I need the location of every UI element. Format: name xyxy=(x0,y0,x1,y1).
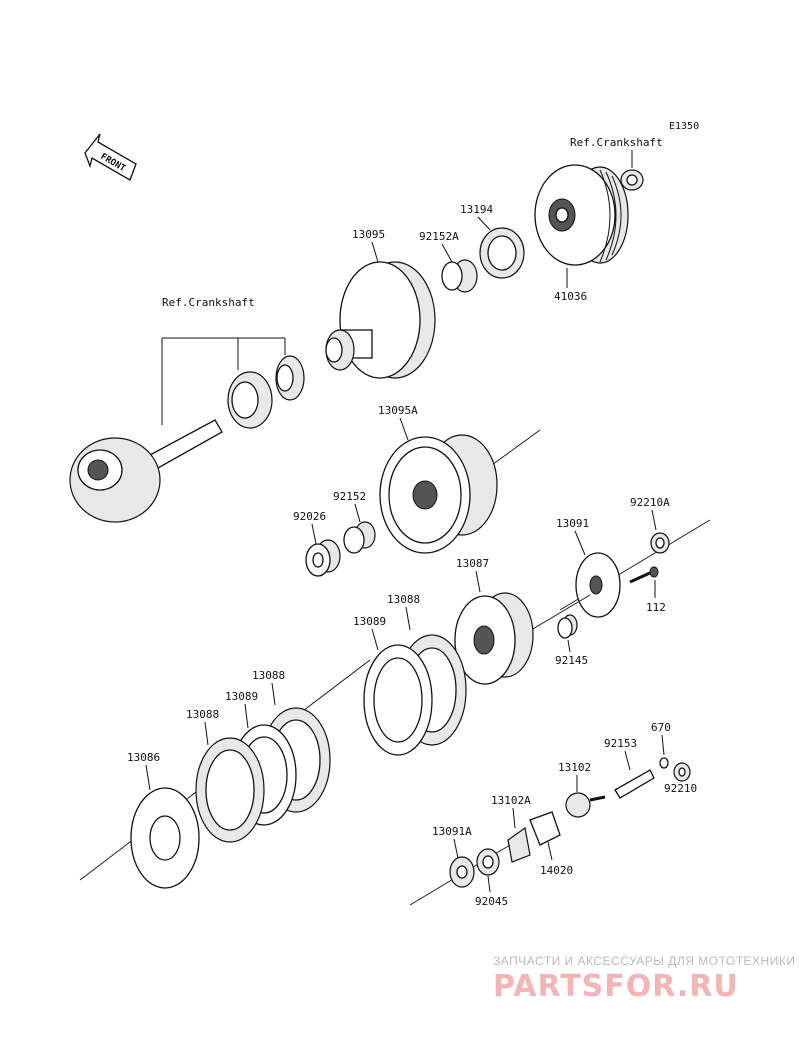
part-label-13089-upper: 13089 xyxy=(353,615,386,628)
part-label-112: 112 xyxy=(646,601,666,614)
part-label-92153: 92153 xyxy=(604,737,637,750)
part-label-13095A: 13095A xyxy=(378,404,418,417)
part-label-92210: 92210 xyxy=(664,782,697,795)
part-label-13089-lower: 13089 xyxy=(225,690,258,703)
part-label-13102: 13102 xyxy=(558,761,591,774)
part-13088-friction-plate-lower-left xyxy=(195,737,265,843)
part-label-92145: 92145 xyxy=(555,654,588,667)
crank-gear xyxy=(275,355,305,401)
part-label-13087: 13087 xyxy=(456,557,489,570)
diagram-code: E1350 xyxy=(669,121,699,132)
part-13091-pressure-plate xyxy=(575,552,621,618)
part-13194-one-way-clutch xyxy=(479,227,525,279)
part-92152-collar xyxy=(343,521,376,554)
part-92045-bearing xyxy=(476,848,500,876)
part-label-13194: 13194 xyxy=(460,203,493,216)
part-13095-pinion-gear xyxy=(325,329,355,371)
part-label-13102A: 13102A xyxy=(491,794,531,807)
ref-crankshaft-top-label: Ref.Crankshaft xyxy=(570,136,663,149)
part-14020-cover xyxy=(529,811,561,846)
crankshaft xyxy=(69,419,223,523)
part-13102-release-lever xyxy=(565,792,606,818)
part-13102A-lever-arm xyxy=(507,826,531,863)
part-label-13091A: 13091A xyxy=(432,825,472,838)
part-112-bolt xyxy=(629,566,659,584)
part-13086-pressure-plate xyxy=(130,787,200,889)
part-label-13086: 13086 xyxy=(127,751,160,764)
part-92152A-collar xyxy=(441,259,478,293)
watermark-brand: PARTSFOR.RU xyxy=(493,969,739,1004)
crankshaft-nut xyxy=(620,169,644,191)
part-label-92210A: 92210A xyxy=(630,496,670,509)
part-label-92045: 92045 xyxy=(475,895,508,908)
part-label-670: 670 xyxy=(651,721,671,734)
part-label-92152: 92152 xyxy=(333,490,366,503)
part-label-41036: 41036 xyxy=(554,290,587,303)
part-label-14020: 14020 xyxy=(540,864,573,877)
part-13089-steel-plate-upper xyxy=(363,644,433,756)
crank-bearing xyxy=(227,371,273,429)
part-92210A-nut xyxy=(650,532,670,554)
part-label-13091: 13091 xyxy=(556,517,589,530)
part-670-o-ring xyxy=(659,757,669,769)
part-label-13088-lower-left: 13088 xyxy=(186,708,219,721)
part-13087-clutch-hub xyxy=(454,592,534,685)
part-92145-spring xyxy=(557,614,578,639)
part-label-13088-lower-right: 13088 xyxy=(252,669,285,682)
part-label-92152A: 92152A xyxy=(419,230,459,243)
part-92210-nut xyxy=(673,762,691,782)
watermark-subtitle: ЗАПЧАСТИ И АКСЕССУАРЫ ДЛЯ МОТОТЕХНИКИ xyxy=(493,954,795,968)
part-13095-primary-housing xyxy=(329,261,436,379)
part-label-92026: 92026 xyxy=(293,510,326,523)
part-13095A-clutch-housing xyxy=(379,434,498,554)
front-arrow-icon: FRONT xyxy=(84,133,137,181)
part-41036-clutch-drum xyxy=(534,164,629,266)
part-92026-spacer xyxy=(305,539,341,577)
part-label-13088-upper: 13088 xyxy=(387,593,420,606)
part-13091A-plate xyxy=(449,856,475,888)
ref-crankshaft-left-label: Ref.Crankshaft xyxy=(162,296,255,309)
part-label-13095: 13095 xyxy=(352,228,385,241)
part-92153-bolt xyxy=(614,769,655,799)
